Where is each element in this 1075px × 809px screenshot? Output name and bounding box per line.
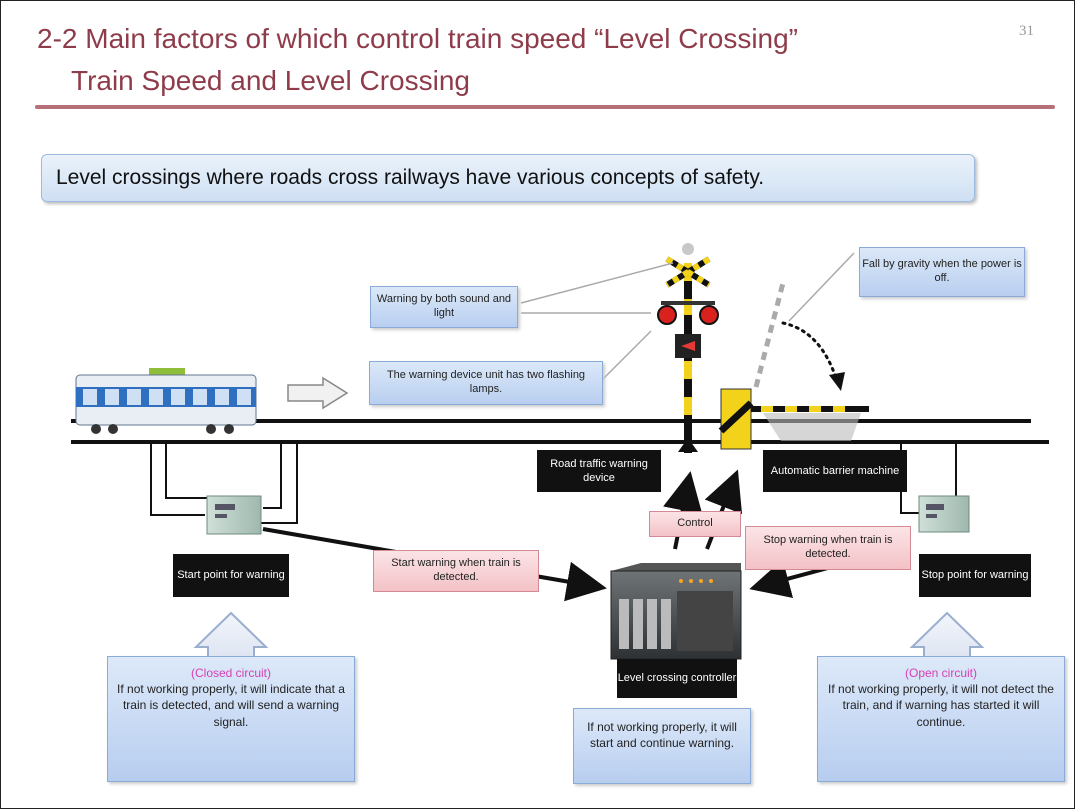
barrier-machine (718, 282, 869, 450)
callout-two-lamps: The warning device unit has two flashing… (369, 361, 603, 405)
note-controller-text: If not working properly, it will start a… (587, 720, 737, 751)
note-open-circuit-text: If not working properly, it will not det… (828, 682, 1054, 729)
label-level-crossing-controller: Level crossing controller (617, 659, 737, 698)
direction-arrow (287, 376, 349, 410)
callout-leaders (520, 252, 855, 382)
label-automatic-barrier-machine: Automatic barrier machine (763, 450, 907, 492)
label-start-warning: Start warning when train is detected. (373, 550, 539, 592)
note-closed-circuit: (Closed circuit) If not working properly… (107, 656, 355, 782)
title-rule (35, 105, 1055, 109)
railway-track (71, 419, 1049, 444)
label-stop-point: Stop point for warning (919, 554, 1031, 597)
slide-title-line1: 2-2 Main factors of which control train … (37, 23, 799, 54)
label-start-point: Start point for warning (173, 554, 289, 597)
crossing-signal (657, 243, 719, 453)
start-point-device (206, 495, 262, 535)
note-closed-circuit-title: (Closed circuit) (190, 666, 271, 680)
slide-title-line2: Train Speed and Level Crossing (71, 65, 470, 96)
summary-banner: Level crossings where roads cross railwa… (41, 154, 975, 202)
callout-sound-light: Warning by both sound and light (370, 286, 518, 328)
start-point-wiring (150, 444, 298, 524)
note-open-circuit: (Open circuit) If not working properly, … (817, 656, 1065, 782)
note-open-circuit-title: (Open circuit) (904, 666, 978, 680)
label-control: Control (649, 511, 741, 537)
page-number: 31 (1019, 23, 1034, 39)
note-closed-circuit-text: If not working properly, it will indicat… (117, 682, 345, 729)
level-crossing-controller-device (610, 563, 742, 660)
label-stop-warning: Stop warning when train is detected. (745, 526, 911, 570)
callout-gravity: Fall by gravity when the power is off. (859, 247, 1025, 297)
note-controller: If not working properly, it will start a… (573, 708, 751, 784)
train (75, 368, 257, 434)
label-road-traffic-warning-device: Road traffic warning device (537, 450, 661, 492)
stop-point-device (918, 495, 970, 533)
